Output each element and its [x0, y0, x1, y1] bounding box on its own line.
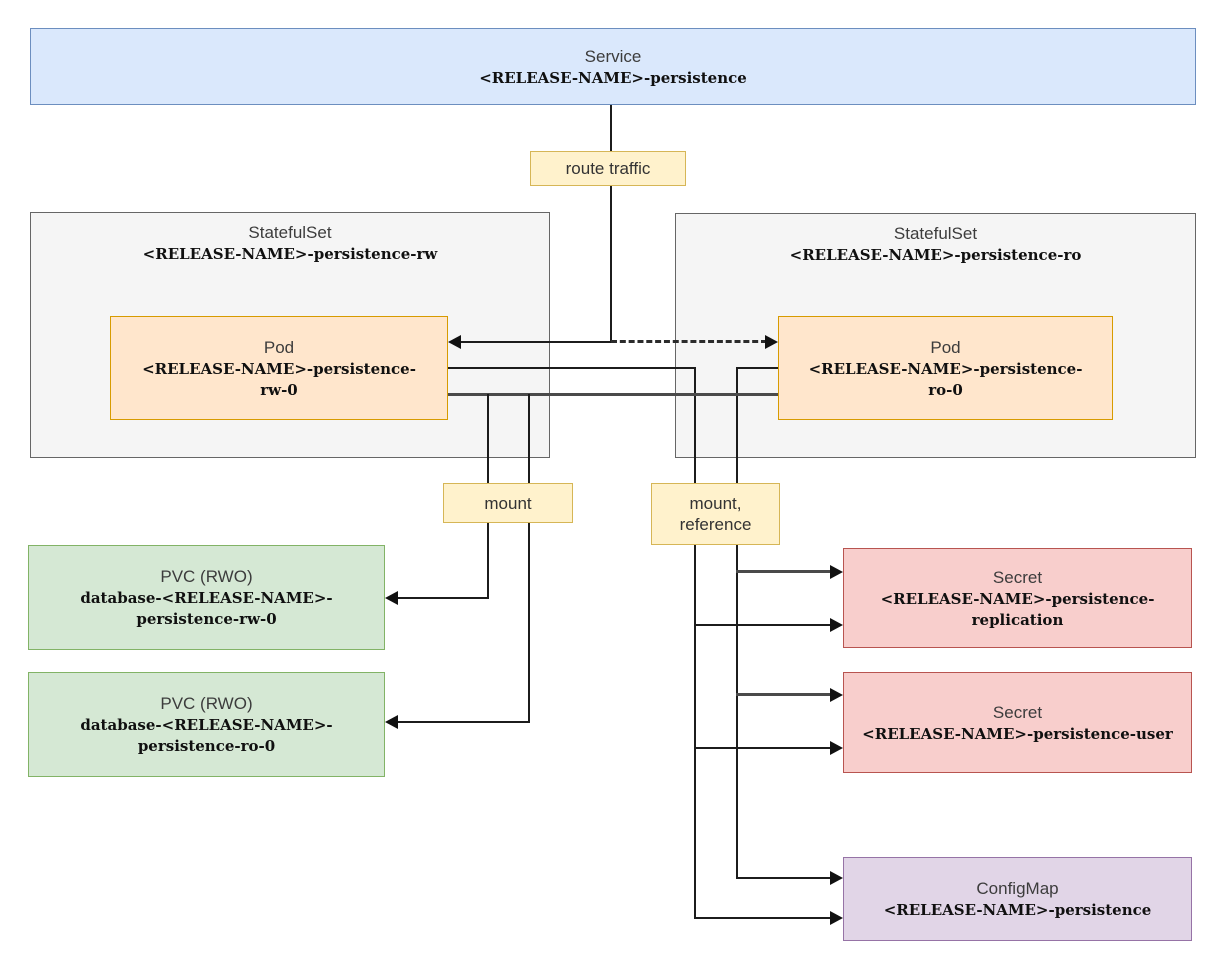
secret-replication-title: Secret [992, 567, 1043, 587]
configmap-box: ConfigMap <RELEASE-NAME>-persistence [843, 857, 1192, 941]
service-name: <RELEASE-NAME>-persistence [479, 68, 747, 87]
edge-service-to-pod-ro-dashed [611, 340, 767, 343]
statefulset-rw-title: StatefulSet [248, 223, 332, 242]
secret-replication-name: <RELEASE-NAME>-persistence-replication [880, 589, 1155, 629]
edge-ro-to-secret-replication [736, 570, 832, 573]
edge-ro-to-configmap [736, 877, 832, 879]
pod-ro-box: Pod <RELEASE-NAME>-persistence-ro-0 [778, 316, 1113, 420]
pod-rw-title: Pod [263, 337, 295, 357]
edge-rw-to-configmap [694, 917, 832, 919]
edge-pods-mount-h [448, 393, 778, 396]
edge-rw-to-secret-replication [694, 624, 832, 626]
edge-to-pvc-rw [396, 597, 489, 599]
pod-ro-title: Pod [930, 337, 961, 357]
edge-pod-rw-reference-h [448, 367, 696, 369]
pvc-rw-box: PVC (RWO) database-<RELEASE-NAME>-persis… [28, 545, 385, 650]
secret-replication-box: Secret <RELEASE-NAME>-persistence-replic… [843, 548, 1192, 648]
route-traffic-label: route traffic [530, 151, 686, 186]
edge-rw-to-secret-user [694, 747, 832, 749]
service-title: Service [584, 46, 642, 66]
pvc-rw-name: database-<RELEASE-NAME>-persistence-rw-0 [80, 589, 333, 628]
secret-user-name: <RELEASE-NAME>-persistence-user [862, 724, 1173, 743]
service-box: Service <RELEASE-NAME>-persistence [30, 28, 1196, 105]
arrowhead-pvc-ro [385, 715, 398, 729]
arrowhead-configmap-1 [830, 871, 843, 885]
pvc-ro-title: PVC (RWO) [160, 694, 253, 713]
statefulset-ro-title: StatefulSet [893, 224, 978, 243]
edge-pod-ro-reference-h [736, 367, 778, 369]
arrowhead-pod-rw [448, 335, 461, 349]
arrowhead-pod-ro [765, 335, 778, 349]
configmap-name: <RELEASE-NAME>-persistence [883, 901, 1152, 919]
edge-pod-ro-mount-v [528, 394, 530, 723]
statefulset-rw-name: <RELEASE-NAME>-persistence-rw [142, 245, 438, 263]
arrowhead-secret-replication-2 [830, 618, 843, 632]
arrowhead-configmap-2 [830, 911, 843, 925]
pvc-ro-name: database-<RELEASE-NAME>-persistence-ro-0 [80, 716, 333, 755]
arrowhead-secret-user-1 [830, 688, 843, 702]
edge-ro-to-secret-user [736, 693, 832, 696]
mount-reference-label: mount,reference [651, 483, 780, 545]
pvc-ro-box: PVC (RWO) database-<RELEASE-NAME>-persis… [28, 672, 385, 777]
mount-label: mount [443, 483, 573, 523]
arrowhead-pvc-rw [385, 591, 398, 605]
pod-ro-name: <RELEASE-NAME>-persistence-ro-0 [808, 359, 1083, 399]
statefulset-ro-name: <RELEASE-NAME>-persistence-ro [789, 246, 1082, 264]
pod-rw-name: <RELEASE-NAME>-persistence-rw-0 [142, 359, 416, 399]
edge-pod-rw-reference-v [694, 367, 696, 919]
arrowhead-secret-user-2 [830, 741, 843, 755]
pvc-rw-title: PVC (RWO) [160, 567, 253, 586]
pod-rw-box: Pod <RELEASE-NAME>-persistence-rw-0 [110, 316, 448, 420]
secret-user-title: Secret [992, 702, 1043, 722]
edge-pod-ro-reference-v [736, 367, 738, 879]
secret-user-box: Secret <RELEASE-NAME>-persistence-user [843, 672, 1192, 773]
edge-service-to-pod-rw [459, 341, 611, 343]
configmap-title: ConfigMap [976, 879, 1059, 898]
edge-to-pvc-ro [396, 721, 530, 723]
arrowhead-secret-replication-1 [830, 565, 843, 579]
edge-service-drop [610, 105, 612, 342]
